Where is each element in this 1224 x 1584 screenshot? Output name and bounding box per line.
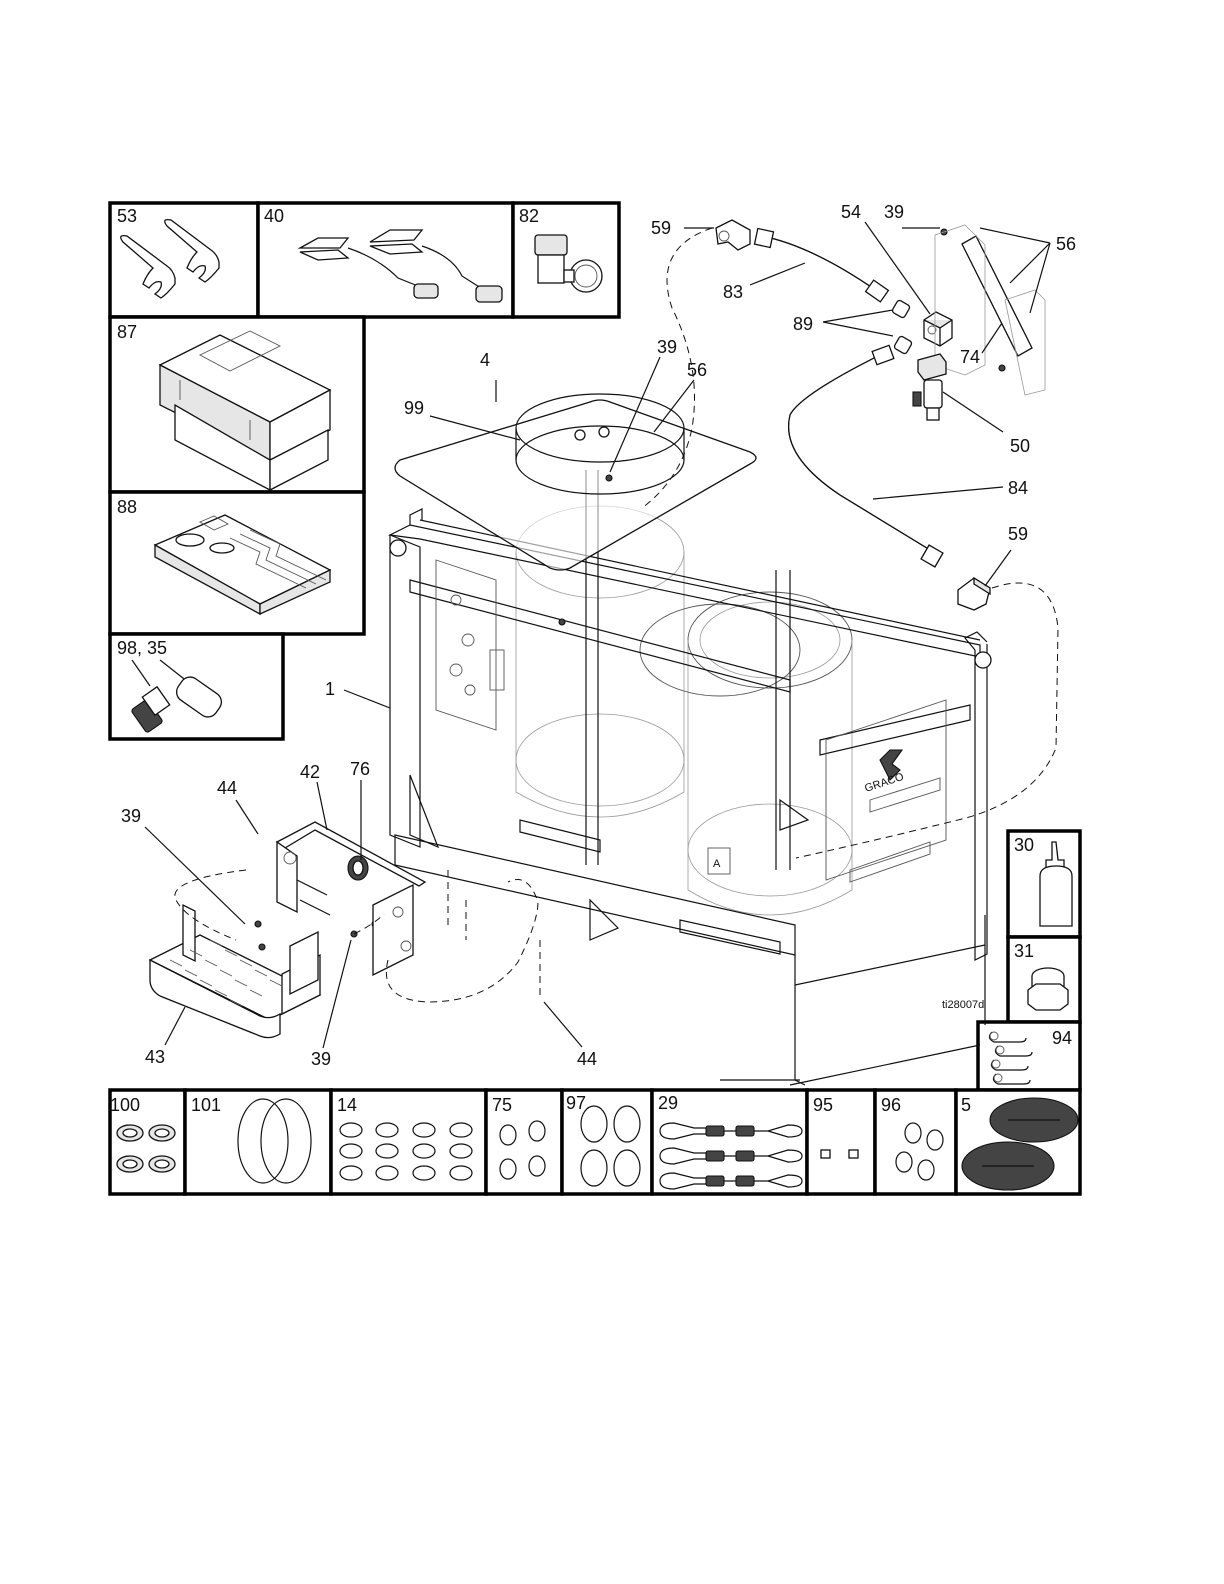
box-label-5: 5	[961, 1095, 971, 1115]
box-label-100: 100	[110, 1095, 140, 1115]
valve-50	[913, 354, 946, 420]
box-label-30: 30	[1014, 835, 1034, 855]
kit-box-98-35: 98, 35	[110, 634, 283, 739]
callout-99: 99	[404, 398, 424, 418]
callout-39-left: 39	[121, 806, 141, 826]
callout-39-top: 39	[884, 202, 904, 222]
callout-39-cover: 39	[657, 337, 677, 357]
kit-box-96: 96	[875, 1090, 956, 1194]
callout-59-top: 59	[651, 218, 671, 238]
callout-84: 84	[1008, 478, 1028, 498]
callout-59-right: 59	[1008, 524, 1028, 544]
box-label-87: 87	[117, 322, 137, 342]
callout-42: 42	[300, 762, 320, 782]
callout-1: 1	[325, 679, 335, 699]
elbow-fitting-59-top	[716, 220, 750, 250]
tank-cover-4	[395, 400, 756, 570]
adapters-89	[891, 299, 912, 354]
control-panel-right: GRACO	[826, 700, 946, 882]
callout-56-cover: 56	[687, 360, 707, 380]
box-label-14: 14	[337, 1095, 357, 1115]
callout-89: 89	[793, 314, 813, 334]
kit-box-53: 53	[110, 203, 258, 317]
callout-39-bottom: 39	[311, 1049, 331, 1069]
box-label-31: 31	[1014, 941, 1034, 961]
kit-box-88: 88	[110, 492, 364, 634]
elbow-fitting-59-right	[958, 578, 990, 610]
block-fitting-54	[924, 312, 952, 346]
box-label-96: 96	[881, 1095, 901, 1115]
callout-44-bottom: 44	[577, 1049, 597, 1069]
step-43	[150, 905, 320, 1038]
box-label-40: 40	[264, 206, 284, 226]
box-label-94: 94	[1052, 1028, 1072, 1048]
callout-4: 4	[480, 350, 490, 370]
callout-44-left: 44	[217, 778, 237, 798]
box-label-53: 53	[117, 206, 137, 226]
box-label-98-35: 98, 35	[117, 638, 167, 658]
kit-box-94: 94	[978, 1022, 1080, 1090]
callout-76: 76	[350, 759, 370, 779]
kit-box-100: 100	[110, 1090, 185, 1194]
kit-box-97: 97	[562, 1090, 652, 1194]
kit-box-95: 95	[807, 1090, 875, 1194]
callout-43: 43	[145, 1047, 165, 1067]
tank-a-marking: A	[713, 858, 721, 870]
control-panel-left	[436, 560, 504, 730]
callout-54: 54	[841, 202, 861, 222]
kit-box-30: 30	[1008, 831, 1080, 937]
figure-id: ti28007d	[942, 999, 984, 1011]
grommet-76	[348, 856, 368, 880]
callout-83: 83	[723, 282, 743, 302]
hex-nut-fitting-icon	[1028, 968, 1068, 1010]
box-label-75: 75	[492, 1095, 512, 1115]
kit-box-5: 5	[956, 1090, 1080, 1194]
box-label-88: 88	[117, 497, 137, 517]
kit-box-29: 29	[652, 1090, 807, 1194]
kit-box-101: 101	[185, 1090, 331, 1194]
hose-83	[755, 229, 889, 302]
callout-50: 50	[1010, 436, 1030, 456]
kit-box-75: 75	[486, 1090, 562, 1194]
box-label-97: 97	[566, 1093, 586, 1113]
kit-box-82: 82	[513, 203, 619, 317]
kit-box-14: 14	[331, 1090, 486, 1194]
box-label-29: 29	[658, 1093, 678, 1113]
callout-74: 74	[960, 347, 980, 367]
box-label-82: 82	[519, 206, 539, 226]
box-label-95: 95	[813, 1095, 833, 1115]
kit-box-87: 87	[110, 317, 364, 492]
kit-box-40: 40	[258, 203, 513, 317]
mounting-bracket-74	[935, 225, 1045, 395]
box-label-101: 101	[191, 1095, 221, 1115]
kit-box-31: 31	[1008, 937, 1080, 1022]
fasteners	[255, 229, 1005, 950]
callout-56-top: 56	[1056, 234, 1076, 254]
hose-84	[789, 345, 943, 567]
